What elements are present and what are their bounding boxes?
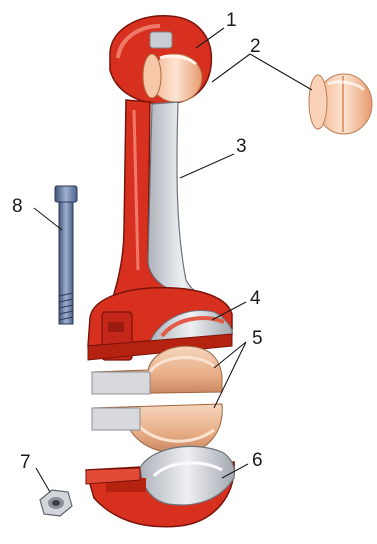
nut xyxy=(40,490,72,516)
big-end-upper xyxy=(88,288,232,360)
callout-6: 6 xyxy=(252,450,263,471)
callout-7: 7 xyxy=(20,452,31,473)
rod-shank xyxy=(106,100,216,318)
bolt xyxy=(55,186,77,324)
callout-1: 1 xyxy=(226,10,237,31)
callout-3: 3 xyxy=(236,136,247,157)
callout-8: 8 xyxy=(12,196,23,217)
callout-5: 5 xyxy=(252,328,263,349)
big-end-cap xyxy=(86,446,235,526)
callout-4: 4 xyxy=(250,288,261,309)
bearing-shell-lower xyxy=(92,404,222,453)
detached-bush xyxy=(309,74,372,134)
callout-2: 2 xyxy=(250,36,261,57)
